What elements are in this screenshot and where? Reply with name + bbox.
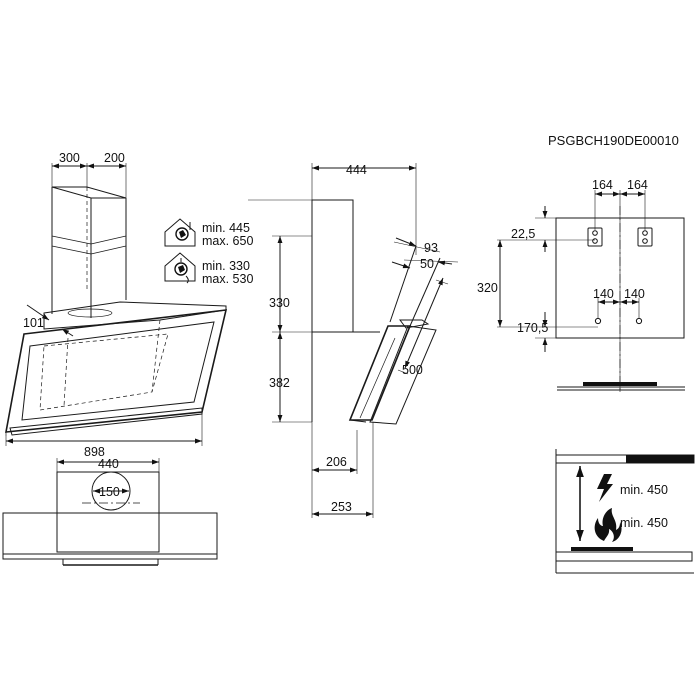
dim-glass-diag-2: 50 — [420, 257, 434, 271]
dim-depth-bottom-inner: 206 — [326, 455, 347, 469]
dim-depth-bottom-outer: 253 — [331, 500, 352, 514]
dim-chimney-height: 330 — [269, 296, 290, 310]
extraction-min-label: min. 445 — [202, 221, 250, 235]
dim-glass-diag-1: 93 — [424, 241, 438, 255]
electric-hob-icon — [597, 474, 613, 502]
top-view: 440 150 — [2, 457, 218, 566]
dim-top-width: 440 — [98, 457, 119, 471]
clearance-gas-label: min. 450 — [620, 516, 668, 530]
dim-depth-top: 444 — [346, 163, 367, 177]
extraction-max-label: max. 650 — [202, 234, 253, 248]
recirculation-max-label: max. 530 — [202, 272, 253, 286]
clearance: min. 450 min. 450 — [555, 449, 695, 574]
dim-outlet-diameter: 150 — [99, 485, 120, 499]
dim-lower-spacing-right: 140 — [624, 287, 645, 301]
front-view: 300 200 101 898 — [5, 151, 228, 459]
dim-top-offset: 22,5 — [511, 227, 535, 241]
dim-hole-spacing-left: 164 — [592, 178, 613, 192]
dim-hole-spacing-right: 164 — [627, 178, 648, 192]
recirculation-min-label: min. 330 — [202, 259, 250, 273]
dim-lower-offset: 170,5 — [517, 321, 548, 335]
wall-mounting: 164 164 22,5 320 140 140 170,5 — [477, 178, 685, 392]
dim-chimney-depth: 200 — [104, 151, 125, 165]
dim-vertical-distance: 320 — [477, 281, 498, 295]
side-view: 444 330 382 93 50 500 — [248, 163, 459, 518]
dim-lower-spacing-left: 140 — [593, 287, 614, 301]
dim-body-height: 382 — [269, 376, 290, 390]
clearance-electric-label: min. 450 — [620, 483, 668, 497]
dim-chimney-width: 300 — [59, 151, 80, 165]
gas-hob-icon — [594, 508, 622, 542]
dim-offset: 101 — [23, 316, 44, 330]
dim-glass-length: 500 — [402, 363, 423, 377]
house-extraction-icon — [164, 218, 196, 247]
reference-code: PSGBCH190DE00010 — [548, 133, 679, 148]
installation-heights: min. 445 max. 650 min. 330 max. 530 — [164, 218, 253, 286]
dim-overall-width: 898 — [84, 445, 105, 459]
house-recirculation-icon — [164, 252, 196, 284]
